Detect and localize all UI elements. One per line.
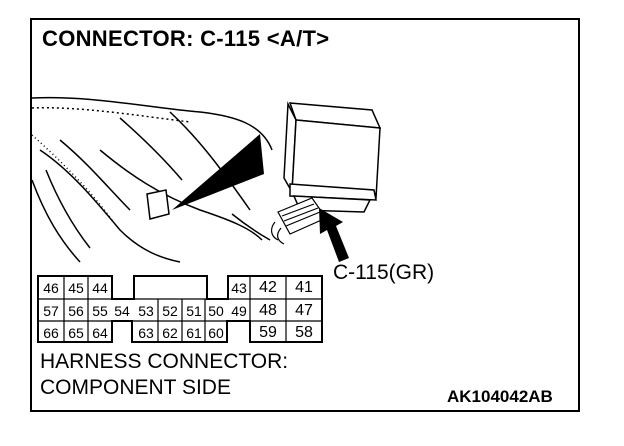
pin-label: 66 <box>43 325 59 341</box>
pin-label: 55 <box>92 303 108 319</box>
pin-label: 63 <box>138 325 154 341</box>
diagram-title: CONNECTOR: C-115 <A/T> <box>42 26 330 51</box>
small-connector-icon <box>146 189 170 220</box>
pin-label: 50 <box>208 303 224 319</box>
pin-label: 52 <box>162 303 178 319</box>
zoom-wedge <box>172 134 264 210</box>
pin-label: 64 <box>92 325 108 341</box>
pointer-arrow <box>319 208 349 262</box>
connector-callout-label: C-115(GR) <box>333 261 435 284</box>
pin-label: 58 <box>295 324 313 341</box>
pin-label: 53 <box>138 303 154 319</box>
pin-label: 60 <box>208 325 224 341</box>
pin-label: 62 <box>162 325 178 341</box>
pin-label: 45 <box>68 280 84 296</box>
pin-label: 49 <box>231 303 247 319</box>
pin-label: 51 <box>186 303 202 319</box>
harness-plug <box>271 197 327 245</box>
pin-label: 54 <box>114 303 130 319</box>
pin-label: 59 <box>259 324 277 341</box>
pin-label: 43 <box>231 280 247 296</box>
pin-label: 61 <box>186 325 202 341</box>
figure-id: AK104042AB <box>447 387 553 406</box>
dashboard-lines <box>31 96 273 263</box>
caption-line-2: COMPONENT SIDE <box>40 376 231 399</box>
connector-cell-grid <box>38 276 322 342</box>
pin-label: 44 <box>92 280 108 296</box>
pin-label: 47 <box>295 302 313 319</box>
pin-label: 65 <box>68 325 84 341</box>
pin-label: 57 <box>43 303 59 319</box>
pin-label: 48 <box>259 302 277 319</box>
pin-label: 46 <box>43 280 59 296</box>
diagram-frame <box>30 18 580 412</box>
caption-line-1: HARNESS CONNECTOR: <box>40 350 289 373</box>
pin-label: 56 <box>68 303 84 319</box>
pin-label: 41 <box>295 279 313 296</box>
pin-label: 42 <box>259 279 277 296</box>
